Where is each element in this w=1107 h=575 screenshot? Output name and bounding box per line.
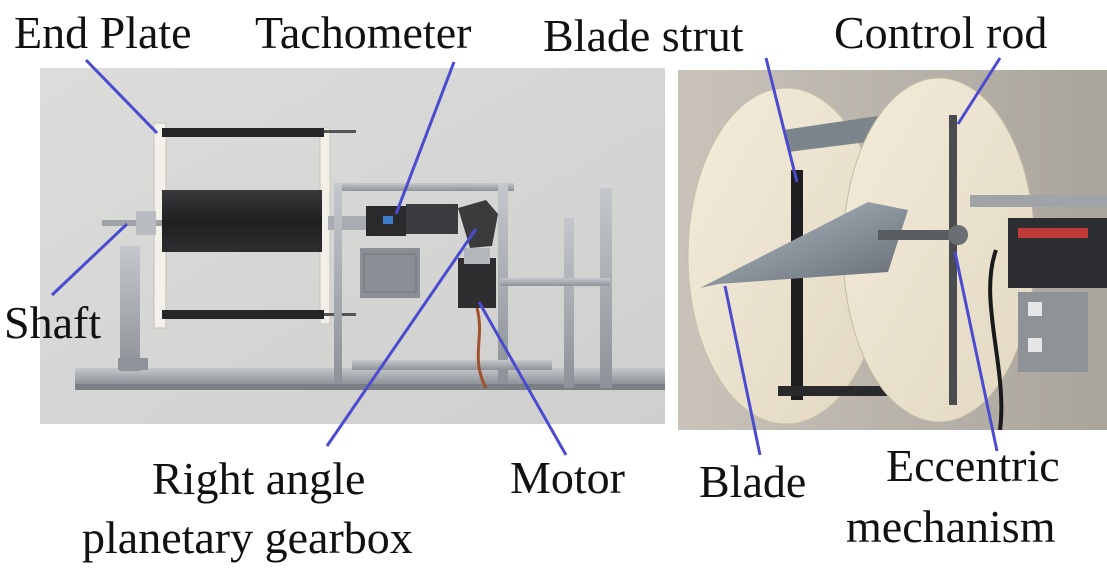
- leader-tachometer: [394, 61, 456, 215]
- label-blade: Blade: [699, 456, 807, 507]
- label-eccentric: Eccentric: [886, 440, 1060, 491]
- leader-motor: [477, 301, 568, 456]
- turbine-test-rig-photo: [40, 68, 665, 424]
- leader-gearbox: [325, 228, 478, 447]
- leader-shaft: [50, 222, 129, 297]
- leader-end-plate: [84, 58, 159, 135]
- turbine-test-rig-image: [40, 68, 665, 424]
- leader-eccentric: [953, 251, 999, 452]
- label-end-plate: End Plate: [14, 7, 192, 58]
- label-blade-strut: Blade strut: [543, 10, 744, 61]
- label-mechanism: mechanism: [846, 501, 1056, 552]
- leader-blade-strut: [764, 57, 799, 183]
- leader-blade: [723, 285, 762, 456]
- leader-control-rod: [956, 57, 1002, 125]
- label-right-angle: Right angle: [152, 453, 366, 504]
- label-shaft: Shaft: [4, 297, 102, 348]
- label-tachometer: Tachometer: [255, 7, 472, 58]
- label-planetary-gearbox: planetary gearbox: [82, 512, 413, 563]
- label-control-rod: Control rod: [834, 7, 1048, 58]
- label-motor: Motor: [510, 452, 625, 503]
